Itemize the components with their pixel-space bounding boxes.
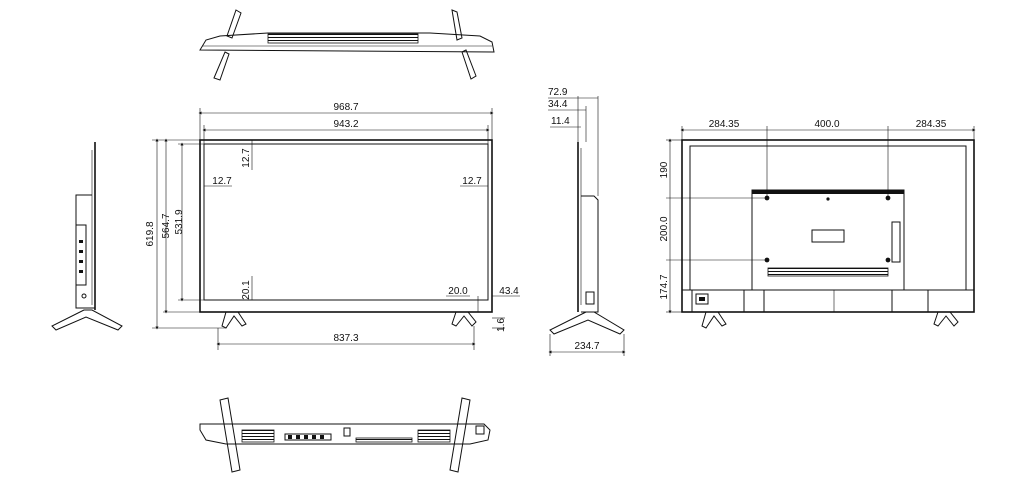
dim-rear-left: 284.35 — [709, 119, 740, 130]
dim-bezel-bottom: 20.1 — [241, 280, 252, 300]
dim-rear-bottom: 174.7 — [659, 274, 670, 299]
dim-vesa-width: 400.0 — [814, 119, 839, 130]
dim-stand-span: 837.3 — [333, 333, 358, 344]
front-view: 968.7 943.2 619.8 564.7 531.9 12.7 12.7 … — [145, 102, 520, 350]
left-side-view — [51, 142, 123, 331]
dim-bezel-right: 12.7 — [462, 176, 482, 187]
bottom-view — [199, 397, 491, 473]
dim-rear-top: 190 — [659, 161, 670, 178]
dim-base-depth: 234.7 — [574, 341, 599, 352]
right-side-view: 72.9 34.4 11.4 234.7 — [548, 87, 626, 356]
dim-height-mid: 564.7 — [161, 213, 172, 238]
dim-depth-mid: 34.4 — [548, 99, 568, 110]
dim-depth-panel: 11.4 — [551, 116, 570, 127]
dim-screen-width: 943.2 — [333, 119, 358, 130]
dim-stand-clearance: 43.4 — [499, 286, 519, 297]
dim-stand-foot: 1.6 — [496, 318, 507, 332]
dim-depth-total: 72.9 — [548, 87, 568, 98]
dim-vesa-height: 200.0 — [659, 216, 670, 241]
dim-screen-height: 531.9 — [174, 209, 185, 234]
dim-outer-height: 619.8 — [145, 221, 156, 246]
dim-bezel-left: 12.7 — [212, 176, 232, 187]
dim-outer-width: 968.7 — [333, 102, 358, 113]
dim-rear-right: 284.35 — [916, 119, 947, 130]
dim-bezel-top: 12.7 — [241, 148, 252, 168]
top-view — [199, 9, 495, 81]
rear-view: 284.35 400.0 284.35 190 200.0 174.7 — [659, 119, 976, 329]
dim-bottom-chin: 20.0 — [448, 286, 468, 297]
